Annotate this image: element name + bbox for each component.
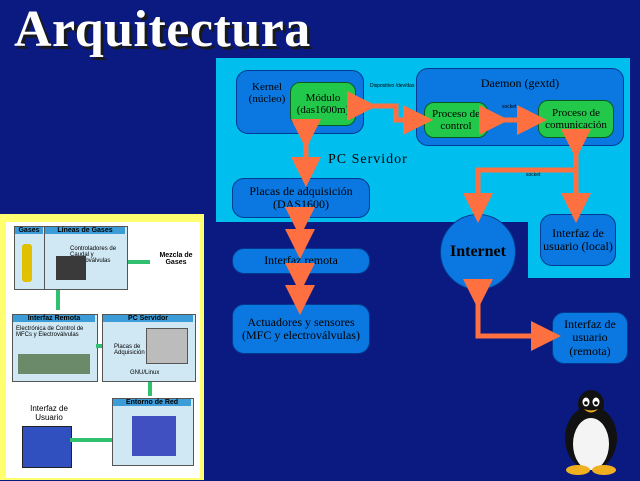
proceso-comunicacion-label: Proceso de comunicación — [545, 106, 607, 131]
interfaz-local-label: Interfaz de usuario (local) — [543, 225, 613, 253]
inset-placas-label: Placas de Adquisición — [114, 344, 145, 356]
computer-icon — [146, 328, 188, 364]
arrow-internet-remota — [463, 279, 561, 351]
internet-circle: Internet — [440, 214, 516, 290]
valve-icon — [56, 256, 86, 280]
inset-gnu-label: GNU/Linux — [130, 370, 160, 376]
inset-usuario-label: Interfaz de Usuario — [30, 404, 68, 422]
inset-lineas-label: Líneas de Gases — [45, 227, 125, 234]
interfaz-remota-label: Interfaz remota — [264, 253, 338, 268]
circuit-board-icon — [18, 354, 90, 374]
user-computer-icon — [22, 426, 72, 468]
inset-gases-label: Gases — [15, 227, 43, 234]
proceso-control-box: Proceso de control — [424, 102, 488, 138]
proceso-control-label: Proceso de control — [432, 107, 480, 132]
network-icon — [132, 416, 176, 456]
interfaz-remota-usuario-label: Interfaz de usuario (remota) — [564, 317, 616, 358]
internet-label: Internet — [450, 243, 506, 261]
inset-electronica-label: Electrónica de Control de MFCs y Electro… — [16, 326, 84, 338]
tux-penguin-icon — [556, 386, 626, 476]
tiny-label-dev: Dispositivo /dev/das — [370, 83, 415, 89]
page-title: Arquitectura — [14, 1, 311, 58]
arrow-comunicacion-internet — [463, 167, 576, 223]
modulo-box: Módulo (das1600m) — [290, 82, 356, 126]
kernel-label: Kernel (núcleo) — [248, 81, 286, 106]
inset-red-label: Entorno de Red — [113, 399, 191, 406]
inset-interfaz-label: Interfaz Remota — [13, 315, 95, 322]
inset-controladores-label: Controladores de Caudal y Electroválvula… — [70, 246, 117, 264]
modulo-label: Módulo (das1600m) — [296, 91, 350, 116]
inset-pc-label: PC Servidor — [103, 315, 193, 322]
interfaz-remota-usuario-box: Interfaz de usuario (remota) — [552, 312, 628, 364]
inset-mezcla-label: Mezcla de Gases — [159, 252, 193, 266]
actuadores-label: Actuadores y sensores (MFC y electroválv… — [242, 314, 360, 342]
daemon-label: Daemon (gextd) — [480, 76, 560, 90]
arrow-modulo-control — [347, 91, 433, 135]
gas-cylinder-icon — [22, 244, 32, 282]
tiny-label-socket-2: socket — [526, 172, 541, 178]
pc-servidor-label: PC Servidor — [328, 152, 408, 167]
